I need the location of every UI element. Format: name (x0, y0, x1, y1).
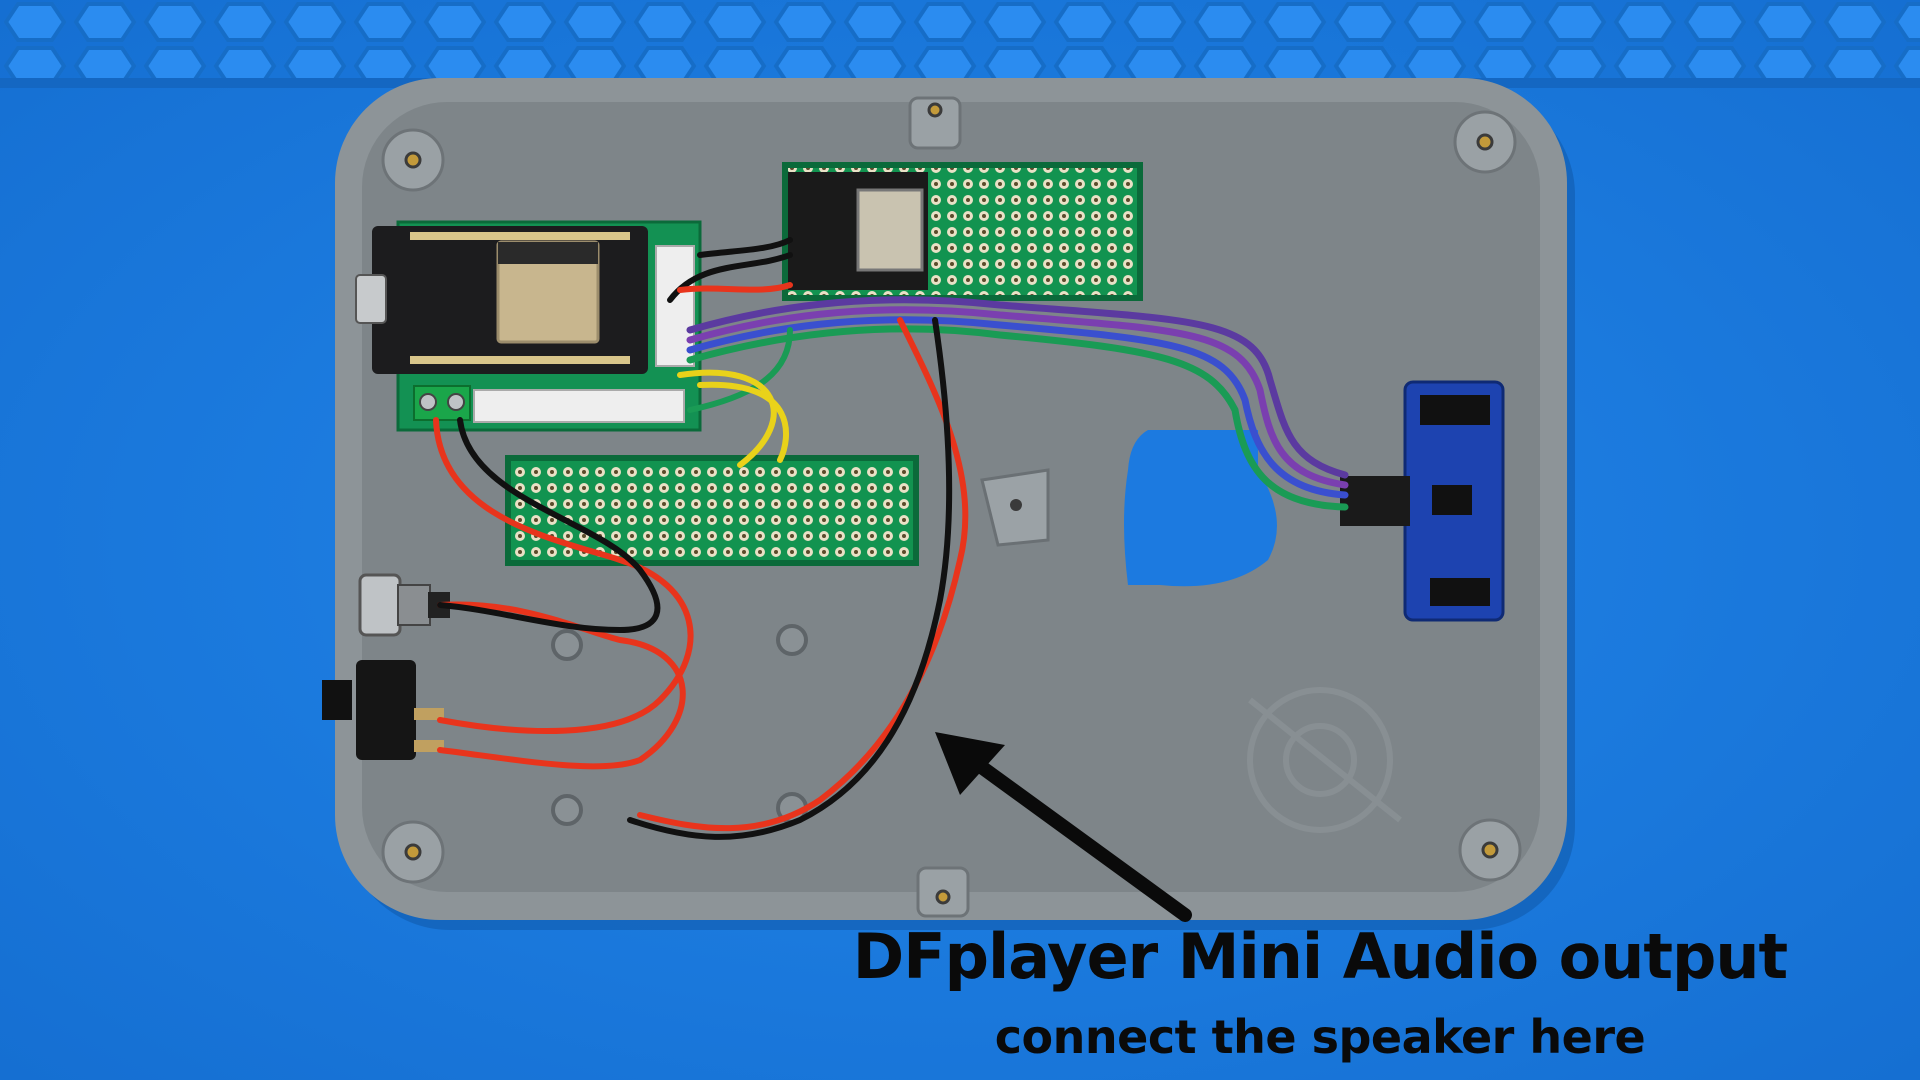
sensor-pin-header (1340, 476, 1410, 526)
screw-holes (404, 102, 1499, 905)
annotation-title: DFplayer Mini Audio output (852, 920, 1788, 993)
esp32-usb-port (355, 274, 387, 324)
mat-hex-border (0, 0, 1920, 82)
dfplayer-sd-slot (856, 188, 924, 272)
rocker-switch (322, 660, 444, 760)
annotation-subtitle: connect the speaker here (994, 1010, 1646, 1064)
gear-logo-emboss (1247, 687, 1402, 833)
white-connector-bottom (473, 389, 685, 423)
esp32-pin-header-top (410, 232, 630, 240)
white-connector-right (655, 245, 695, 367)
lower-perfboard (505, 455, 919, 566)
esp32-pin-header-bottom (410, 356, 630, 364)
wiring (433, 237, 1349, 840)
enclosure-cutout (1124, 430, 1277, 587)
arrow-pointing-to-wires-icon (935, 732, 1192, 922)
